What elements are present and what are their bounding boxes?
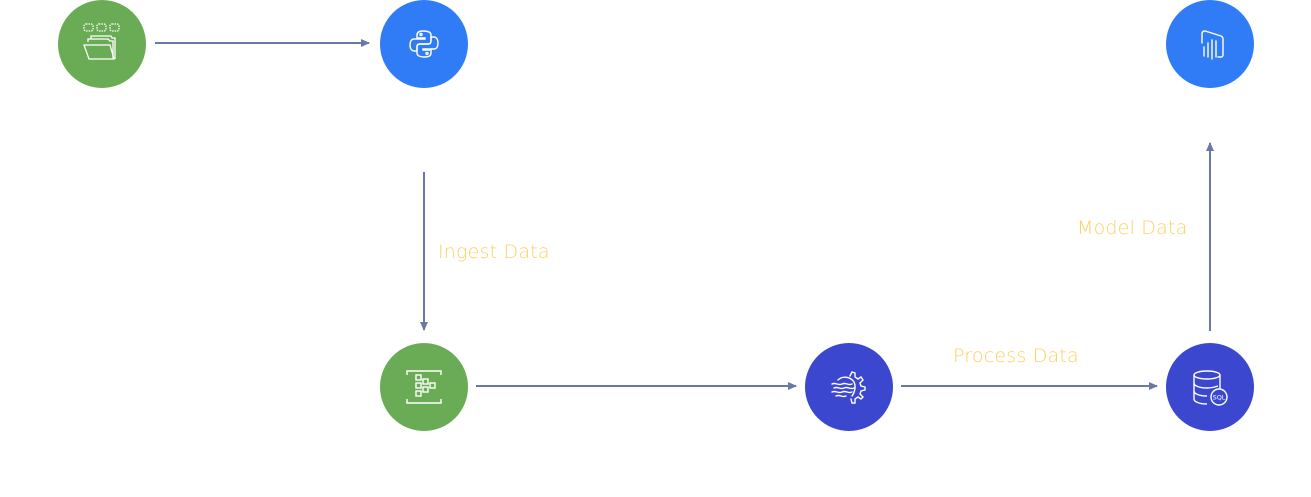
data-grid-icon — [406, 370, 442, 404]
node-powerbi[interactable] — [1166, 0, 1254, 88]
gear-waves-icon — [831, 371, 866, 404]
node-sql[interactable]: SQL — [1166, 343, 1254, 431]
powerbi-icon — [1201, 30, 1224, 60]
label-process-data: Process Data — [953, 345, 1079, 367]
node-ingest[interactable] — [380, 343, 468, 431]
node-process[interactable] — [805, 343, 893, 431]
label-model-data: Model Data — [1077, 217, 1188, 239]
label-ingest-data: Ingest Data — [438, 241, 550, 263]
folder-icon — [83, 23, 120, 60]
python-icon — [409, 30, 439, 58]
node-python[interactable] — [380, 0, 468, 88]
node-files[interactable] — [58, 0, 146, 88]
svg-text:SQL: SQL — [1213, 394, 1226, 402]
sql-database-icon: SQL — [1193, 370, 1228, 406]
